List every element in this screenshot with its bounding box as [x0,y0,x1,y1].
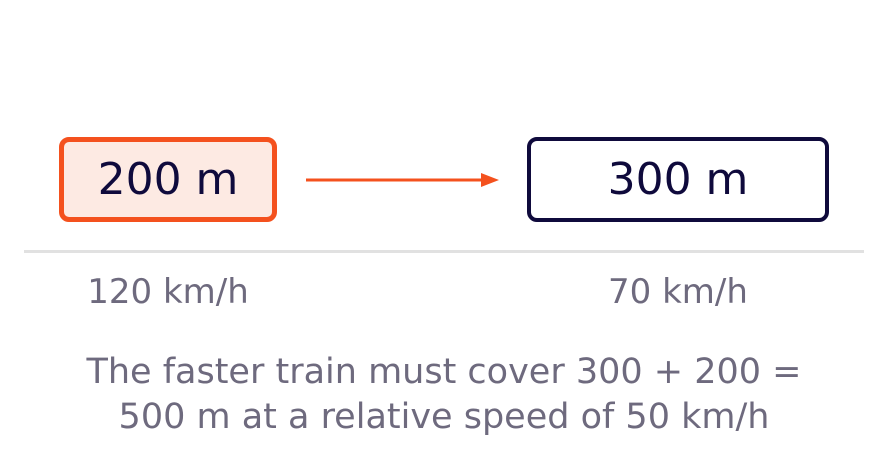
track-divider [24,250,864,253]
slow-train-speed-label: 70 km/h [608,272,748,312]
caption-line-1: The faster train must cover 300 + 200 = [86,352,802,392]
arrow-head [481,173,499,187]
slow-train-box: 300 m [527,137,829,222]
right-arrow-icon [306,173,499,187]
caption-line-2: 500 m at a relative speed of 50 km/h [118,397,770,437]
fast-train-box: 200 m [59,137,277,222]
fast-train-length-label: 200 m [97,154,239,205]
slow-train-length-label: 300 m [607,154,749,205]
fast-train-speed-label: 120 km/h [87,272,249,312]
explanation-caption: The faster train must cover 300 + 200 = … [24,350,864,440]
